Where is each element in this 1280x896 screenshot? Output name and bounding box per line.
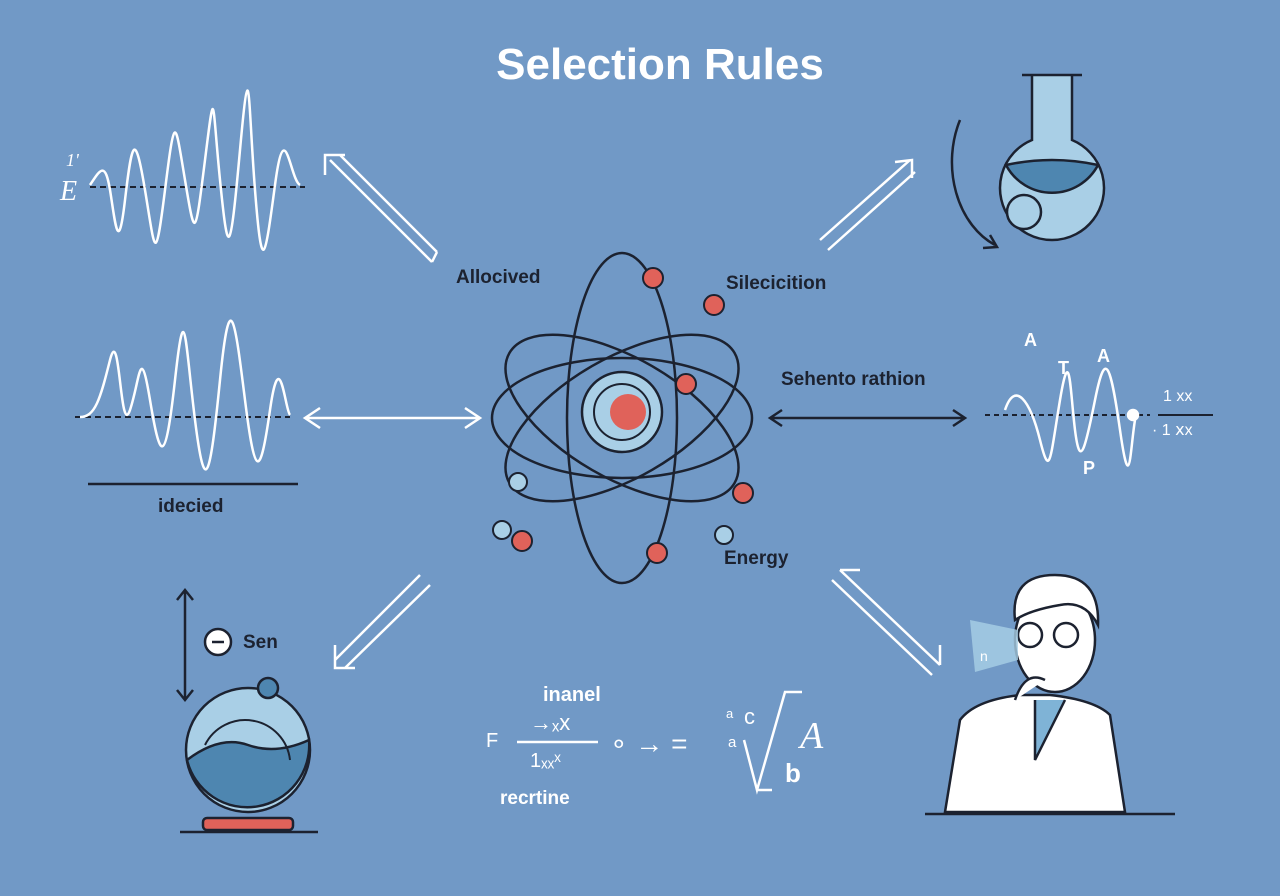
formula-numerator: →ₓx: [530, 710, 571, 735]
arrow-mid-left: [302, 406, 483, 430]
label-allowed: Allocived: [456, 267, 541, 288]
label-energy: Energy: [724, 548, 789, 569]
spectrum-label-a1: A: [1024, 330, 1037, 350]
formula-f: F: [486, 730, 499, 752]
atom-icon: [490, 251, 754, 585]
page-title: Selection Rules: [496, 40, 824, 89]
formula-c: c: [744, 704, 755, 729]
formula-rhs: ∘ → =: [610, 728, 688, 759]
axis-label-top: 1': [66, 150, 79, 170]
scientist-mark: n: [980, 648, 988, 664]
double-arrow-bottom-right: [831, 568, 942, 676]
double-arrow-top-left: [323, 153, 439, 263]
double-arrow-top-right: [819, 158, 916, 251]
spectrum-wave: [985, 367, 1213, 467]
wave-mid-left: [75, 319, 298, 486]
formula-graphics: [517, 690, 802, 795]
formula-denominator: 1ₓₓˣ: [530, 750, 561, 772]
label-idecied: idecied: [158, 496, 224, 517]
spectrum-numerator: 1 xx: [1163, 388, 1193, 405]
formula-a2: a: [728, 734, 737, 751]
axis-label-e: E: [60, 176, 78, 207]
formula-top-label: inanel: [543, 684, 601, 706]
formula-b: b: [785, 758, 801, 788]
label-sen: Sen: [243, 632, 278, 653]
formula-bottom-label: recrtine: [500, 788, 570, 809]
flask-icon: [950, 73, 1106, 250]
arrow-mid-right: [767, 408, 968, 428]
spectrum-denominator: · 1 ⅹx: [1152, 422, 1193, 439]
wave-top-left: [88, 89, 305, 251]
spectrum-label-a2: A: [1097, 346, 1110, 366]
scientist-illustration: [925, 573, 1175, 816]
label-relation: Sehento rathion: [781, 369, 926, 390]
formula-A: A: [800, 715, 824, 757]
label-selection: Silecicition: [726, 273, 827, 294]
spectrum-label-t: T: [1058, 358, 1069, 378]
double-arrow-bottom-left: [333, 574, 431, 670]
spectrum-label-p: P: [1083, 458, 1096, 478]
sphere-icon: [176, 587, 318, 834]
formula-a1: a: [726, 706, 734, 721]
